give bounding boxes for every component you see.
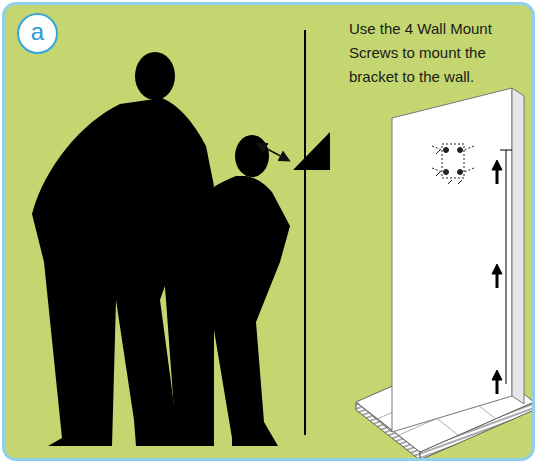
person-silhouette [162, 135, 290, 446]
wall-line [304, 30, 306, 435]
step-circle: a [17, 13, 58, 54]
distance-arrow [258, 144, 288, 160]
wall-illustration [356, 88, 524, 432]
bracket-symbol [293, 132, 330, 170]
wall-mount-screws [432, 144, 474, 184]
instruction-text: Use the 4 Wall Mount Screws to mount the… [349, 17, 533, 89]
height-arrows [492, 150, 512, 394]
panel-ground [3, 3, 534, 460]
step-letter: a [31, 20, 44, 47]
